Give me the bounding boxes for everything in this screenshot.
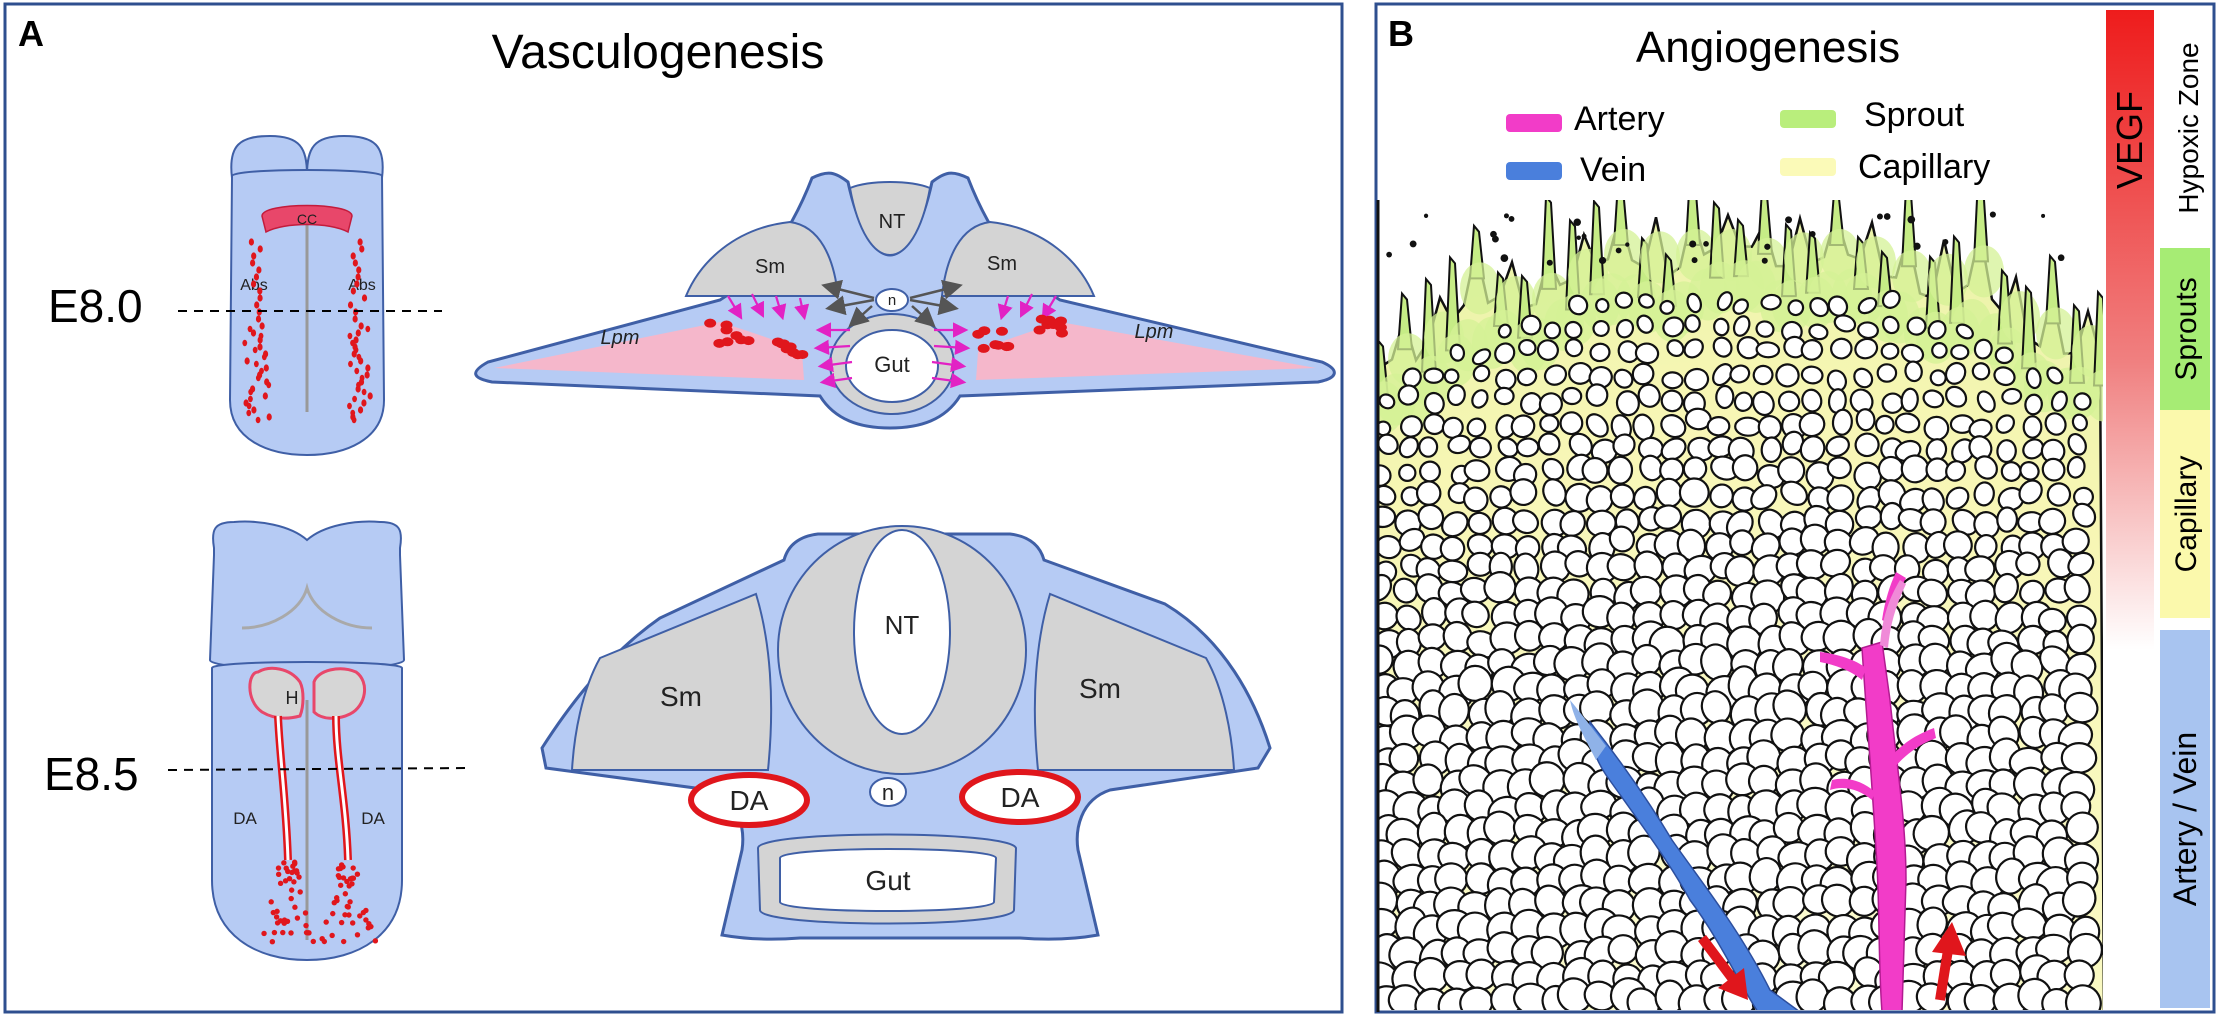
section-e8-0: NT Sm Sm n Gut Lpm Lpm: [474, 171, 1336, 430]
gut-lumen-e8-0: [845, 329, 939, 403]
legend-label-sprout: Sprout: [1864, 96, 1965, 134]
gut-lumen-e8-5: [779, 848, 998, 912]
legend-swatch-capillary: [1780, 158, 1836, 176]
panel-a-letter: A: [18, 13, 44, 54]
label-da-left-embryo: DA: [233, 809, 257, 828]
somite-right-e8-5: [1033, 592, 1236, 771]
angioblast-clusters: [704, 314, 1068, 360]
label-da-left-section: DA: [730, 785, 769, 816]
panel-b-title: Angiogenesis: [1636, 23, 1900, 72]
embryo-e8-0: CC Abs Abs: [228, 134, 386, 457]
panel-b-letter: B: [1388, 13, 1414, 54]
label-sm-left-e8-0: Sm: [755, 256, 785, 278]
vegf-gradient-bar: [2106, 10, 2154, 650]
zone-sprouts: [2160, 248, 2210, 410]
legend-label-vein: Vein: [1580, 151, 1646, 189]
label-sm-left-e8-5: Sm: [660, 681, 702, 712]
legend: Artery Vein Sprout Capillary: [1506, 96, 1990, 189]
zone-label-hypoxic: Hypoxic Zone: [2173, 42, 2204, 213]
panel-b: B Angiogenesis Artery Vein Sprout Capill…: [1374, 2, 2216, 1014]
label-da-right-embryo: DA: [361, 809, 385, 828]
vessel-plexus-e8-5: [261, 859, 379, 945]
somite-left-e8-0: [684, 220, 840, 297]
vascular-network: [1378, 200, 2103, 1010]
blood-islands-e8-0: [242, 238, 373, 424]
label-sm-right-e8-5: Sm: [1079, 673, 1121, 704]
migration-arrows-gray: [821, 279, 963, 328]
neural-tube-e8-0: [848, 181, 932, 257]
section-line-e8-5: [167, 767, 471, 771]
label-gut-e8-5: Gut: [865, 865, 910, 896]
notochord-e8-5: [869, 777, 907, 807]
neural-tube-lumen-e8-5: [853, 529, 951, 735]
zone-label-capillary: Capillary: [2170, 456, 2203, 573]
label-cc: CC: [297, 211, 317, 227]
stage-label-e8-5: E8.5: [44, 748, 139, 800]
artery-vessel: [1861, 641, 1907, 1010]
label-n-e8-5: n: [882, 780, 894, 805]
dorsal-aorta-section-right: [959, 769, 1081, 825]
somite-right-e8-0: [940, 220, 1096, 297]
flow-arrow-artery: [1932, 922, 1966, 1001]
vegf-label: VEGF: [2109, 91, 2150, 189]
vein-taper: [1570, 700, 1606, 760]
embryo-e8-5-head: [208, 520, 406, 670]
zone-capillary: [2160, 410, 2210, 618]
label-h: H: [286, 688, 299, 708]
label-sm-right-e8-0: Sm: [987, 253, 1017, 275]
zone-label-artery-vein: Artery / Vein: [2167, 732, 2203, 906]
label-lpm-left: Lpm: [601, 327, 640, 349]
legend-swatch-vein: [1506, 162, 1562, 180]
section-e8-5: NT Sm Sm DA DA n Gut: [540, 525, 1272, 941]
panel-a-title: Vasculogenesis: [492, 26, 825, 79]
zone-label-sprouts: Sprouts: [2170, 277, 2203, 380]
panel-a-border: [3, 2, 1344, 1014]
capillary-holes: [1378, 289, 2103, 1010]
legend-swatch-sprout: [1780, 110, 1836, 128]
label-da-right-section: DA: [1001, 782, 1040, 813]
zone-artery-vein: [2160, 630, 2210, 1008]
dorsal-aorta-section-left: [688, 772, 810, 828]
legend-label-capillary: Capillary: [1858, 148, 1990, 186]
label-lpm-right: Lpm: [1135, 321, 1174, 343]
heart-tube: [248, 666, 366, 720]
embryo-e8-5: H DA DA: [208, 520, 406, 962]
notochord-e8-0: [875, 288, 909, 312]
artery-taper: [1880, 580, 1906, 648]
legend-swatch-artery: [1506, 114, 1562, 132]
panel-a: A Vasculogenesis CC Abs Abs E8.0: [3, 2, 1344, 1014]
migration-arrows-magenta: [727, 293, 1057, 389]
label-n-e8-0: n: [888, 292, 896, 309]
flow-arrow-vein: [1698, 935, 1748, 1000]
label-gut-e8-0: Gut: [874, 352, 909, 377]
label-nt-e8-0: NT: [879, 211, 906, 233]
label-nt-e8-5: NT: [885, 610, 920, 640]
somite-left-e8-5: [570, 592, 773, 771]
lpm-left: [494, 322, 804, 380]
zone-hypoxic: [2160, 10, 2210, 248]
isolated-dots: [1386, 211, 2065, 266]
cardiac-crescent: [261, 204, 353, 234]
legend-label-artery: Artery: [1574, 100, 1665, 138]
stage-label-e8-0: E8.0: [48, 280, 143, 332]
